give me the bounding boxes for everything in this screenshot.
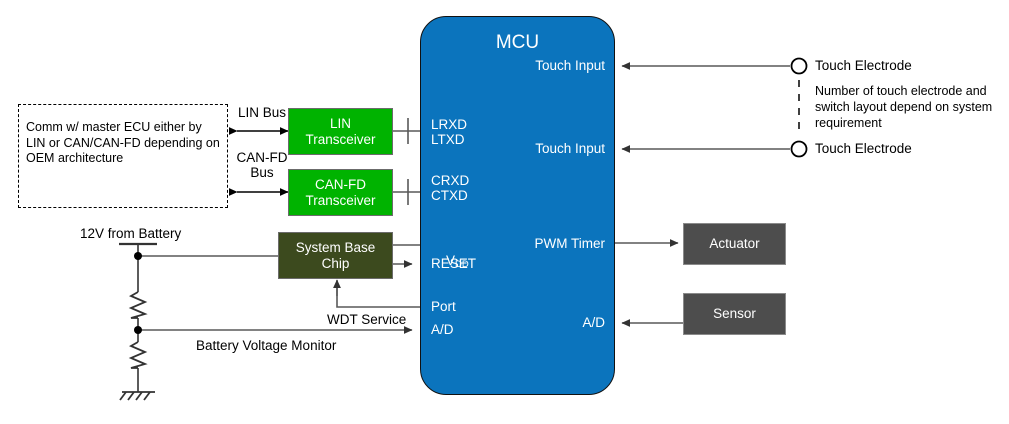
mcu-pin-ad-right: A/D xyxy=(582,315,605,330)
resistor-lower xyxy=(128,341,148,369)
lin-transceiver-label-line2: Transceiver xyxy=(305,131,376,147)
mcu-pin-vdd: VDD xyxy=(431,237,469,286)
battery-label: 12V from Battery xyxy=(80,226,182,241)
mcu-block[interactable]: MCU xyxy=(420,16,615,395)
resistor-upper xyxy=(128,291,148,319)
touch-electrode-1-symbol xyxy=(790,57,808,75)
sbc-label-line1: System Base xyxy=(295,239,376,255)
lin-transceiver-block[interactable]: LIN Transceiver xyxy=(288,108,393,155)
mcu-pin-lrxd: LRXD xyxy=(431,117,468,132)
canfd-to-mcu-line xyxy=(393,179,420,205)
mcu-pin-pwm-timer: PWM Timer xyxy=(534,236,606,251)
actuator-label: Actuator xyxy=(709,236,760,251)
canfd-transceiver-block[interactable]: CAN-FD Transceiver xyxy=(288,169,393,216)
canfd-bus-label-line2: Bus xyxy=(250,165,274,180)
sensor-label: Sensor xyxy=(713,306,756,321)
canfd-transceiver-label-line1: CAN-FD xyxy=(315,176,366,192)
touch-electrode-2-label: Touch Electrode xyxy=(815,141,912,156)
mcu-pin-vdd-base: V xyxy=(446,252,456,268)
system-base-chip-block[interactable]: System Base Chip xyxy=(278,232,393,279)
ground-icon xyxy=(119,391,155,401)
ecu-note-box xyxy=(18,104,228,208)
mcu-pin-touch-input-1: Touch Input xyxy=(535,58,605,73)
lin-transceiver-label-line1: LIN xyxy=(329,115,351,131)
junction-dot-top xyxy=(134,252,142,260)
sensor-block[interactable]: Sensor xyxy=(683,293,786,335)
mcu-pin-ctxd: CTXD xyxy=(431,188,468,203)
mcu-pin-vdd-subscript: DD xyxy=(455,258,469,270)
canfd-bus-label-line1: CAN-FD xyxy=(236,150,288,165)
canfd-transceiver-label-line2: Transceiver xyxy=(305,192,376,208)
touch-electrode-1-label: Touch Electrode xyxy=(815,58,912,73)
wdt-service-line xyxy=(333,279,420,308)
sbc-label-line2: Chip xyxy=(321,255,350,271)
mcu-title: MCU xyxy=(495,32,540,53)
wdt-service-label: WDT Service xyxy=(327,312,407,327)
actuator-block[interactable]: Actuator xyxy=(683,223,786,265)
ecu-note-text: Comm w/ master ECU either by LIN or CAN/… xyxy=(26,120,220,165)
junction-dot-mid xyxy=(134,326,142,334)
touch-electrode-note: Number of touch electrode and switch lay… xyxy=(815,84,993,130)
touch-electrode-2-symbol xyxy=(790,140,808,158)
lin-to-mcu-line xyxy=(393,118,420,144)
mcu-pin-ltxd: LTXD xyxy=(431,132,465,147)
mcu-pin-reset: RESET xyxy=(431,256,477,271)
battery-voltage-monitor-label: Battery Voltage Monitor xyxy=(196,338,337,353)
mcu-pin-touch-input-2: Touch Input xyxy=(535,141,605,156)
mcu-pin-crxd: CRXD xyxy=(431,173,470,188)
mcu-pin-port: Port xyxy=(431,299,456,314)
mcu-pin-ad-left: A/D xyxy=(431,322,454,337)
lin-bus-label: LIN Bus xyxy=(237,105,287,120)
